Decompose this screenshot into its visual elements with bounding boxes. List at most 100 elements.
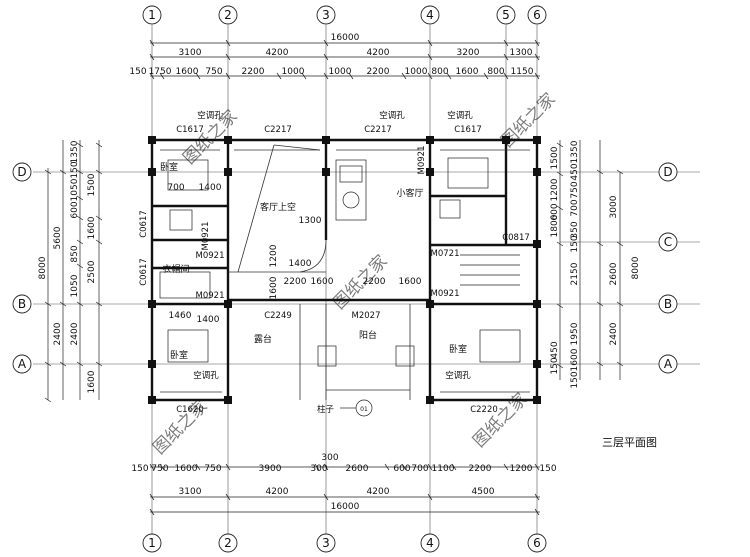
dim-top-r2-10: 1600 [456, 67, 479, 77]
dim-inner-5: 1600 [311, 277, 334, 287]
dim-inner-6: 2200 [363, 277, 386, 287]
dim-inner-10: 1460 [169, 311, 192, 321]
room-small-living: 小客厅 [396, 187, 423, 199]
dim-bot-r1-11: 1200 [510, 464, 533, 474]
dim-bot-r1-8: 700 [411, 464, 428, 474]
dim-inner-4: 2200 [284, 277, 307, 287]
dim-left-minor-9: 2400 [70, 322, 80, 345]
dim-right-total: 8000 [631, 256, 641, 279]
dim-top-r2-11: 800 [487, 67, 504, 77]
dim-right-minor-3: 1800 [550, 214, 560, 237]
dim-top-r2-3: 750 [205, 67, 222, 77]
axis-bottom-4: 4 [426, 536, 434, 550]
dim-right-major-1: 2600 [609, 262, 619, 285]
axis-right-B: B [664, 297, 672, 311]
dim-bot-r1-0: 150 [131, 464, 148, 474]
dim-bot-r2-3: 4500 [472, 487, 495, 497]
dim-top-r2-8: 1000 [405, 67, 428, 77]
room-cloakroom: 衣帽间 [162, 263, 189, 275]
dim-inner-11: 1400 [289, 259, 312, 269]
partition-lines [160, 144, 530, 400]
dim-right-tiny-4: 150 [570, 235, 580, 252]
axis-top-5: 5 [502, 8, 510, 22]
axis-top-1: 1 [148, 8, 156, 22]
watermark-2: 图纸之家 [497, 89, 559, 151]
dim-right-tiny-1: 750 [570, 181, 580, 198]
dim-left-minor-7: 2500 [87, 260, 97, 283]
room-bedroom-nw: 卧室 [160, 161, 178, 173]
axis-top-2: 2 [224, 8, 232, 22]
column-tag: 柱子 [317, 404, 335, 415]
dim-top-r2-6: 1000 [329, 67, 352, 77]
window-c0817: C0817 [502, 233, 530, 243]
window-c2249: C2249 [264, 311, 292, 321]
door-m2027: M2027 [352, 311, 381, 321]
column-number: 01 [360, 406, 368, 413]
dim-left-minor-6: 850 [70, 245, 80, 262]
dim-left-major-1: 2400 [53, 322, 63, 345]
dim-bot-r1-9: 1100 [432, 464, 455, 474]
dim-right-minor-5: 1950 [570, 322, 580, 345]
dim-inner-7: 1600 [399, 277, 422, 287]
window-c0617-b: C0617 [139, 258, 149, 286]
dim-right-tiny-2: 700 [570, 199, 580, 216]
room-bedroom-se: 卧室 [449, 343, 467, 355]
columns [148, 136, 541, 404]
window-c2217-a: C2217 [264, 125, 292, 135]
dim-left-major-0: 5600 [53, 226, 63, 249]
dim-bot-r2-1: 4200 [266, 487, 289, 497]
axis-bottom-6: 6 [533, 536, 541, 550]
walls [150, 138, 539, 402]
dim-left-minor-2: 1500 [87, 173, 97, 196]
dim-right-tiny-7: 600 [550, 203, 560, 220]
dim-left-minor-5: 1600 [87, 216, 97, 239]
room-living-void: 客厅上空 [260, 201, 296, 213]
dim-right-tiny-0: 450 [570, 163, 580, 180]
dim-inner-1: 1300 [299, 216, 322, 226]
dim-top-r2-12: 1150 [511, 67, 534, 77]
dim-left-minor-0: 1350 [70, 140, 80, 163]
ac-hole-3: 空调孔 [447, 110, 473, 121]
axis-top-4: 4 [426, 8, 434, 22]
dim-top-r2-9: 800 [431, 67, 448, 77]
dim-bot-r1-3: 750 [204, 464, 221, 474]
door-m0921-c: M0921 [196, 291, 225, 301]
dim-top-r2-7: 2200 [367, 67, 390, 77]
axis-bubbles [12, 5, 678, 553]
dim-right-major-0: 3000 [609, 195, 619, 218]
dim-inner-9: 700 [167, 183, 184, 193]
dim-top-r2-4: 2200 [242, 67, 265, 77]
ac-hole-2: 空调孔 [379, 110, 405, 121]
dim-right-tiny-3: 350 [570, 221, 580, 238]
door-m0921-e: M0921 [431, 289, 460, 299]
ac-hole-5: 空调孔 [445, 370, 471, 381]
room-terrace: 露台 [254, 333, 272, 345]
dim-left-total: 8000 [38, 256, 48, 279]
dim-top-r1-2: 4200 [367, 48, 390, 58]
axis-top-6: 6 [533, 8, 541, 22]
door-m0921-d: M0921 [417, 146, 427, 175]
dim-top-r2-5: 1000 [282, 67, 305, 77]
dim-left-minor-4: 600 [70, 201, 80, 218]
ac-hole-1: 空调孔 [197, 110, 223, 121]
window-c0617-a: C0617 [139, 210, 149, 238]
dim-bot-r1-6: 2600 [346, 464, 369, 474]
dim-top-r1-1: 4200 [266, 48, 289, 58]
dim-bot-r2-0: 3100 [179, 487, 202, 497]
window-c1617-left: C1617 [176, 125, 204, 135]
dim-right-tiny-6: 150 [550, 357, 560, 374]
dim-top-r1-3: 3200 [457, 48, 480, 58]
dim-inner-3: 1600 [269, 276, 279, 299]
dim-inner-0: 1400 [199, 183, 222, 193]
dim-right-minor-6: 1600 [570, 348, 580, 371]
dim-top-r2-1: 1750 [149, 67, 172, 77]
axis-left-D: D [17, 165, 26, 179]
dim-inner-8: 1400 [197, 315, 220, 325]
dim-left-minor-3: 1050 [70, 178, 80, 201]
door-m0921-b: M0921 [196, 251, 225, 261]
dim-left-minor-1: 150 [70, 161, 80, 178]
dim-top-r1-0: 3100 [179, 48, 202, 58]
dim-bot-r1-1: 750 [151, 464, 168, 474]
dim-bot-r1-7: 600 [393, 464, 410, 474]
